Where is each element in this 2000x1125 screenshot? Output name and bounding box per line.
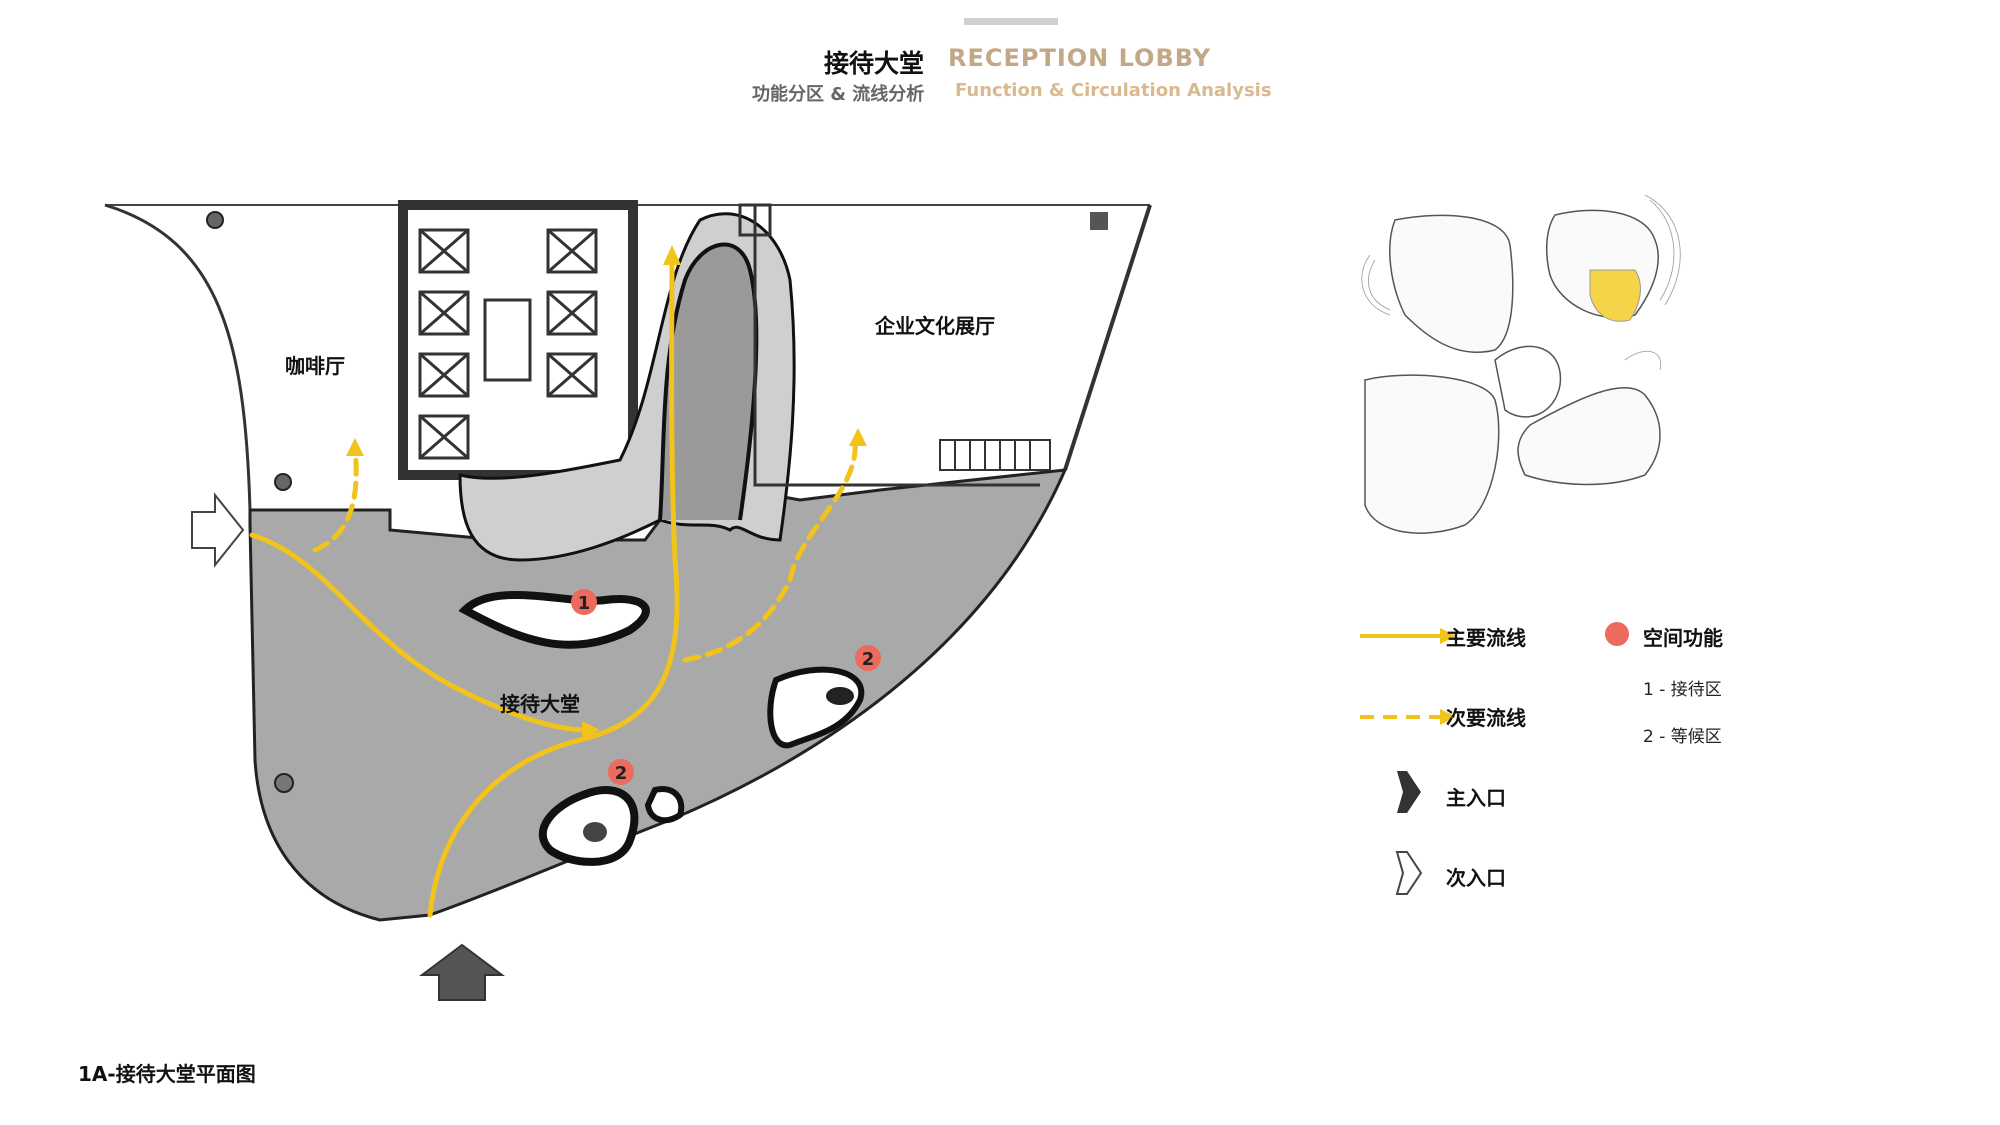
secondary-entrance-icon (1395, 851, 1423, 895)
waiting-table (583, 822, 607, 842)
function-marker-label: 1 (578, 593, 591, 614)
page-title-cn: 接待大堂 (824, 49, 925, 78)
page-subtitle-en: Function & Circulation Analysis (955, 80, 1272, 101)
column (738, 203, 772, 237)
secondary-flow-arrowhead (346, 438, 364, 456)
legend-zone-1: 1 - 接待区 (1643, 680, 1722, 700)
secondary-flow (312, 437, 858, 663)
space-function-dot-icon (1605, 622, 1629, 646)
waiting-table (826, 687, 854, 705)
primary-flow-arrowhead (582, 721, 600, 739)
room-label-cafe: 咖啡厅 (285, 354, 345, 378)
main-entrance-arrow (419, 943, 505, 1001)
plan-right-edge (1063, 204, 1152, 471)
function-marker-label: 2 (615, 763, 628, 784)
primary-flow-arrowhead (663, 245, 681, 265)
function-marker (855, 645, 881, 671)
stairwell (483, 298, 532, 382)
room-label-exhibition: 企业文化展厅 (875, 314, 995, 338)
lobby-floor (248, 468, 1068, 922)
room-label-lobby: 接待大堂 (500, 692, 580, 716)
legend-secondary-flow: 次要流线 (1446, 706, 1526, 730)
waiting-seat (644, 786, 685, 824)
primary-flow (249, 257, 680, 918)
legend-secondary-flow-icon (1360, 709, 1456, 725)
function-marker (608, 759, 634, 785)
key-building-se (1517, 386, 1661, 486)
ramp-stairs (939, 439, 1051, 471)
column (1090, 212, 1108, 230)
plan-left-curve (104, 203, 252, 511)
key-building-nw (1389, 214, 1514, 353)
function-marker-label: 2 (862, 649, 875, 670)
legend-secondary-entrance: 次入口 (1446, 866, 1506, 890)
key-building-sw (1364, 374, 1500, 534)
key-highlight-lobby (1589, 269, 1641, 322)
header-divider (964, 18, 1058, 25)
page-subtitle-cn: 功能分区 & 流线分析 (752, 84, 925, 105)
legend-zone-2: 2 - 等候区 (1643, 727, 1722, 747)
secondary-entrance-arrow (191, 492, 245, 568)
page-title-en: RECEPTION LOBBY (948, 44, 1212, 72)
function-marker (571, 589, 597, 615)
plan-caption: 1A-接待大堂平面图 (78, 1062, 256, 1086)
legend-main-entrance: 主入口 (1446, 786, 1506, 810)
elevator-cars (418, 228, 598, 460)
secondary-flow-arrowhead (849, 428, 867, 446)
key-courtyard (1494, 345, 1562, 418)
reception-desk (458, 590, 650, 649)
column (274, 473, 292, 491)
legend-primary-flow-icon (1360, 628, 1456, 644)
key-plan (1361, 194, 1681, 534)
legend-space-function: 空间功能 (1643, 626, 1723, 650)
waiting-seat (767, 666, 865, 749)
legend-primary-flow: 主要流线 (1446, 626, 1526, 650)
column (274, 773, 294, 793)
column (206, 211, 224, 229)
main-entrance-icon (1397, 771, 1421, 813)
floor-plan: 1 2 2 (104, 200, 1152, 1001)
exhibition-wall (753, 205, 1040, 487)
